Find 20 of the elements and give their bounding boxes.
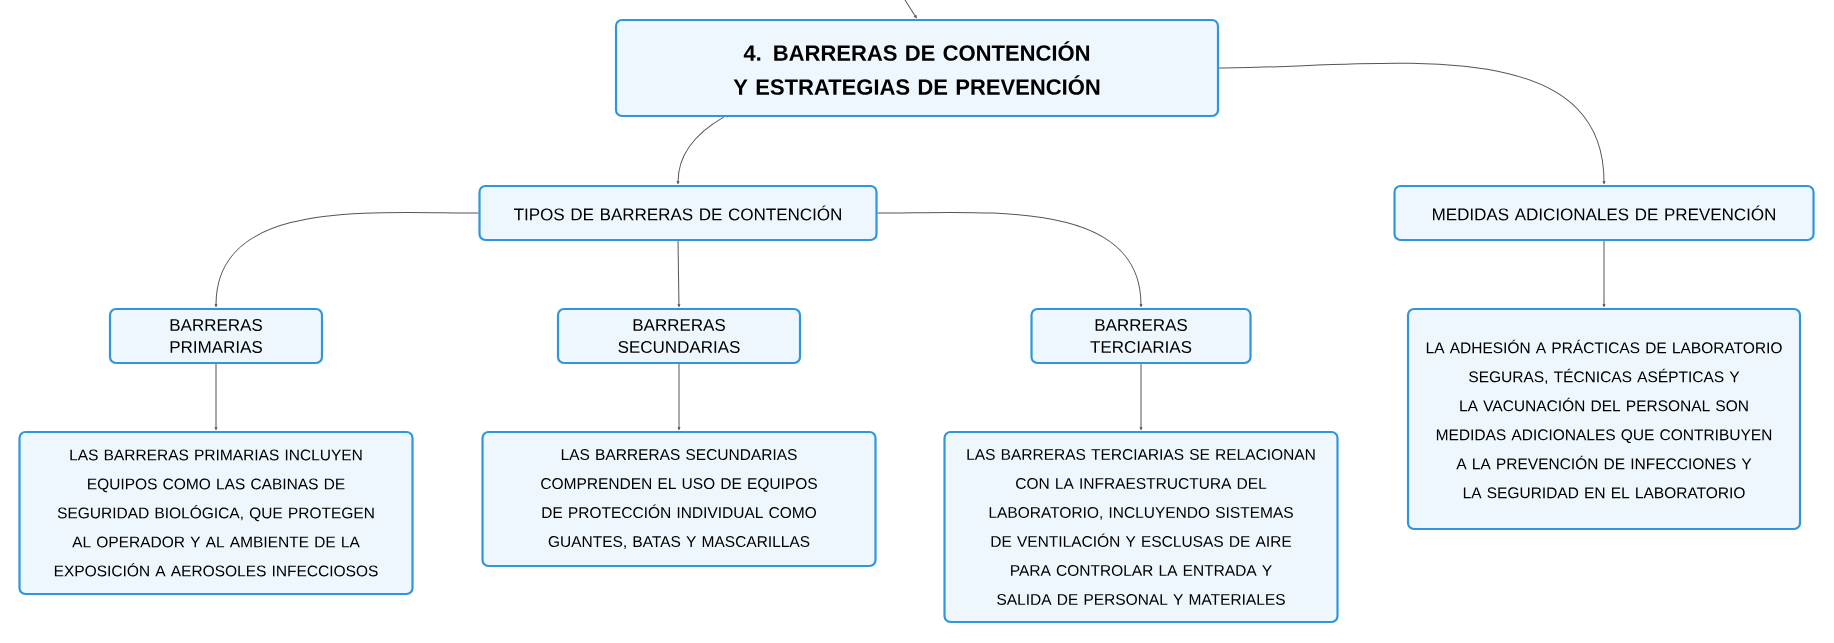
topic-box: BARRERAS PRIMARIAS <box>108 307 324 365</box>
topic-box: BARRERAS TERCIARIAS <box>1030 307 1252 365</box>
title-box: 4. BARRERAS DE CONTENCIÓN Y ESTRATEGIAS DE PREVENCIÓN <box>614 18 1220 118</box>
arrow <box>1218 62 1606 185</box>
arrow <box>877 211 1143 308</box>
arrow <box>904 0 917 19</box>
topic-box: MEDIDAS ADICIONALES DE PREVENCIÓN <box>1393 184 1815 242</box>
arrow <box>676 116 725 185</box>
topic-box: BARRERAS SECUNDARIAS <box>556 307 802 365</box>
arrow <box>1139 363 1143 431</box>
description-box: LAS BARRERAS TERCIARIAS SE RELACIONAN CON LA INFRAESTRUCTURA DEL LABORATORIO, INCLUYENDO SISTEMAS DE VENTILACIÓN Y ESCLUSAS DE AIRE PARA CONTROLAR LA ENTRADA Y SALIDA DE PERSONAL Y MATERIALES <box>943 430 1339 624</box>
arrow <box>214 363 218 431</box>
description-box: LAS BARRERAS SECUNDARIAS COMPRENDEN EL USO DE EQUIPOS DE PROTECCIÓN INDIVIDUAL COMO GUANTES, BATAS Y MASCARILLAS <box>481 430 877 568</box>
topic-box: TIPOS DE BARRERAS DE CONTENCIÓN <box>478 184 878 242</box>
description-box: LA ADHESIÓN A PRÁCTICAS DE LABORATORIO SEGURAS, TÉCNICAS ASÉPTICAS Y LA VACUNACIÓN DEL PERSONAL SON MEDIDAS ADICIONALES QUE CONTRIBUYEN A LA PREVENCIÓN DE INFECCIONES Y LA SEGURIDAD EN EL LABORATORIO <box>1406 307 1802 531</box>
arrow <box>677 363 681 431</box>
arrow <box>677 240 681 308</box>
arrow <box>1602 240 1606 308</box>
description-box: LAS BARRERAS PRIMARIAS INCLUYEN EQUIPOS COMO LAS CABINAS DE SEGURIDAD BIOLÓGICA, QUE PROTEGEN AL OPERADOR Y AL AMBIENTE DE LA EXPOSICIÓN A AEROSOLES INFECCIOSOS <box>18 430 414 596</box>
arrow <box>214 211 479 308</box>
